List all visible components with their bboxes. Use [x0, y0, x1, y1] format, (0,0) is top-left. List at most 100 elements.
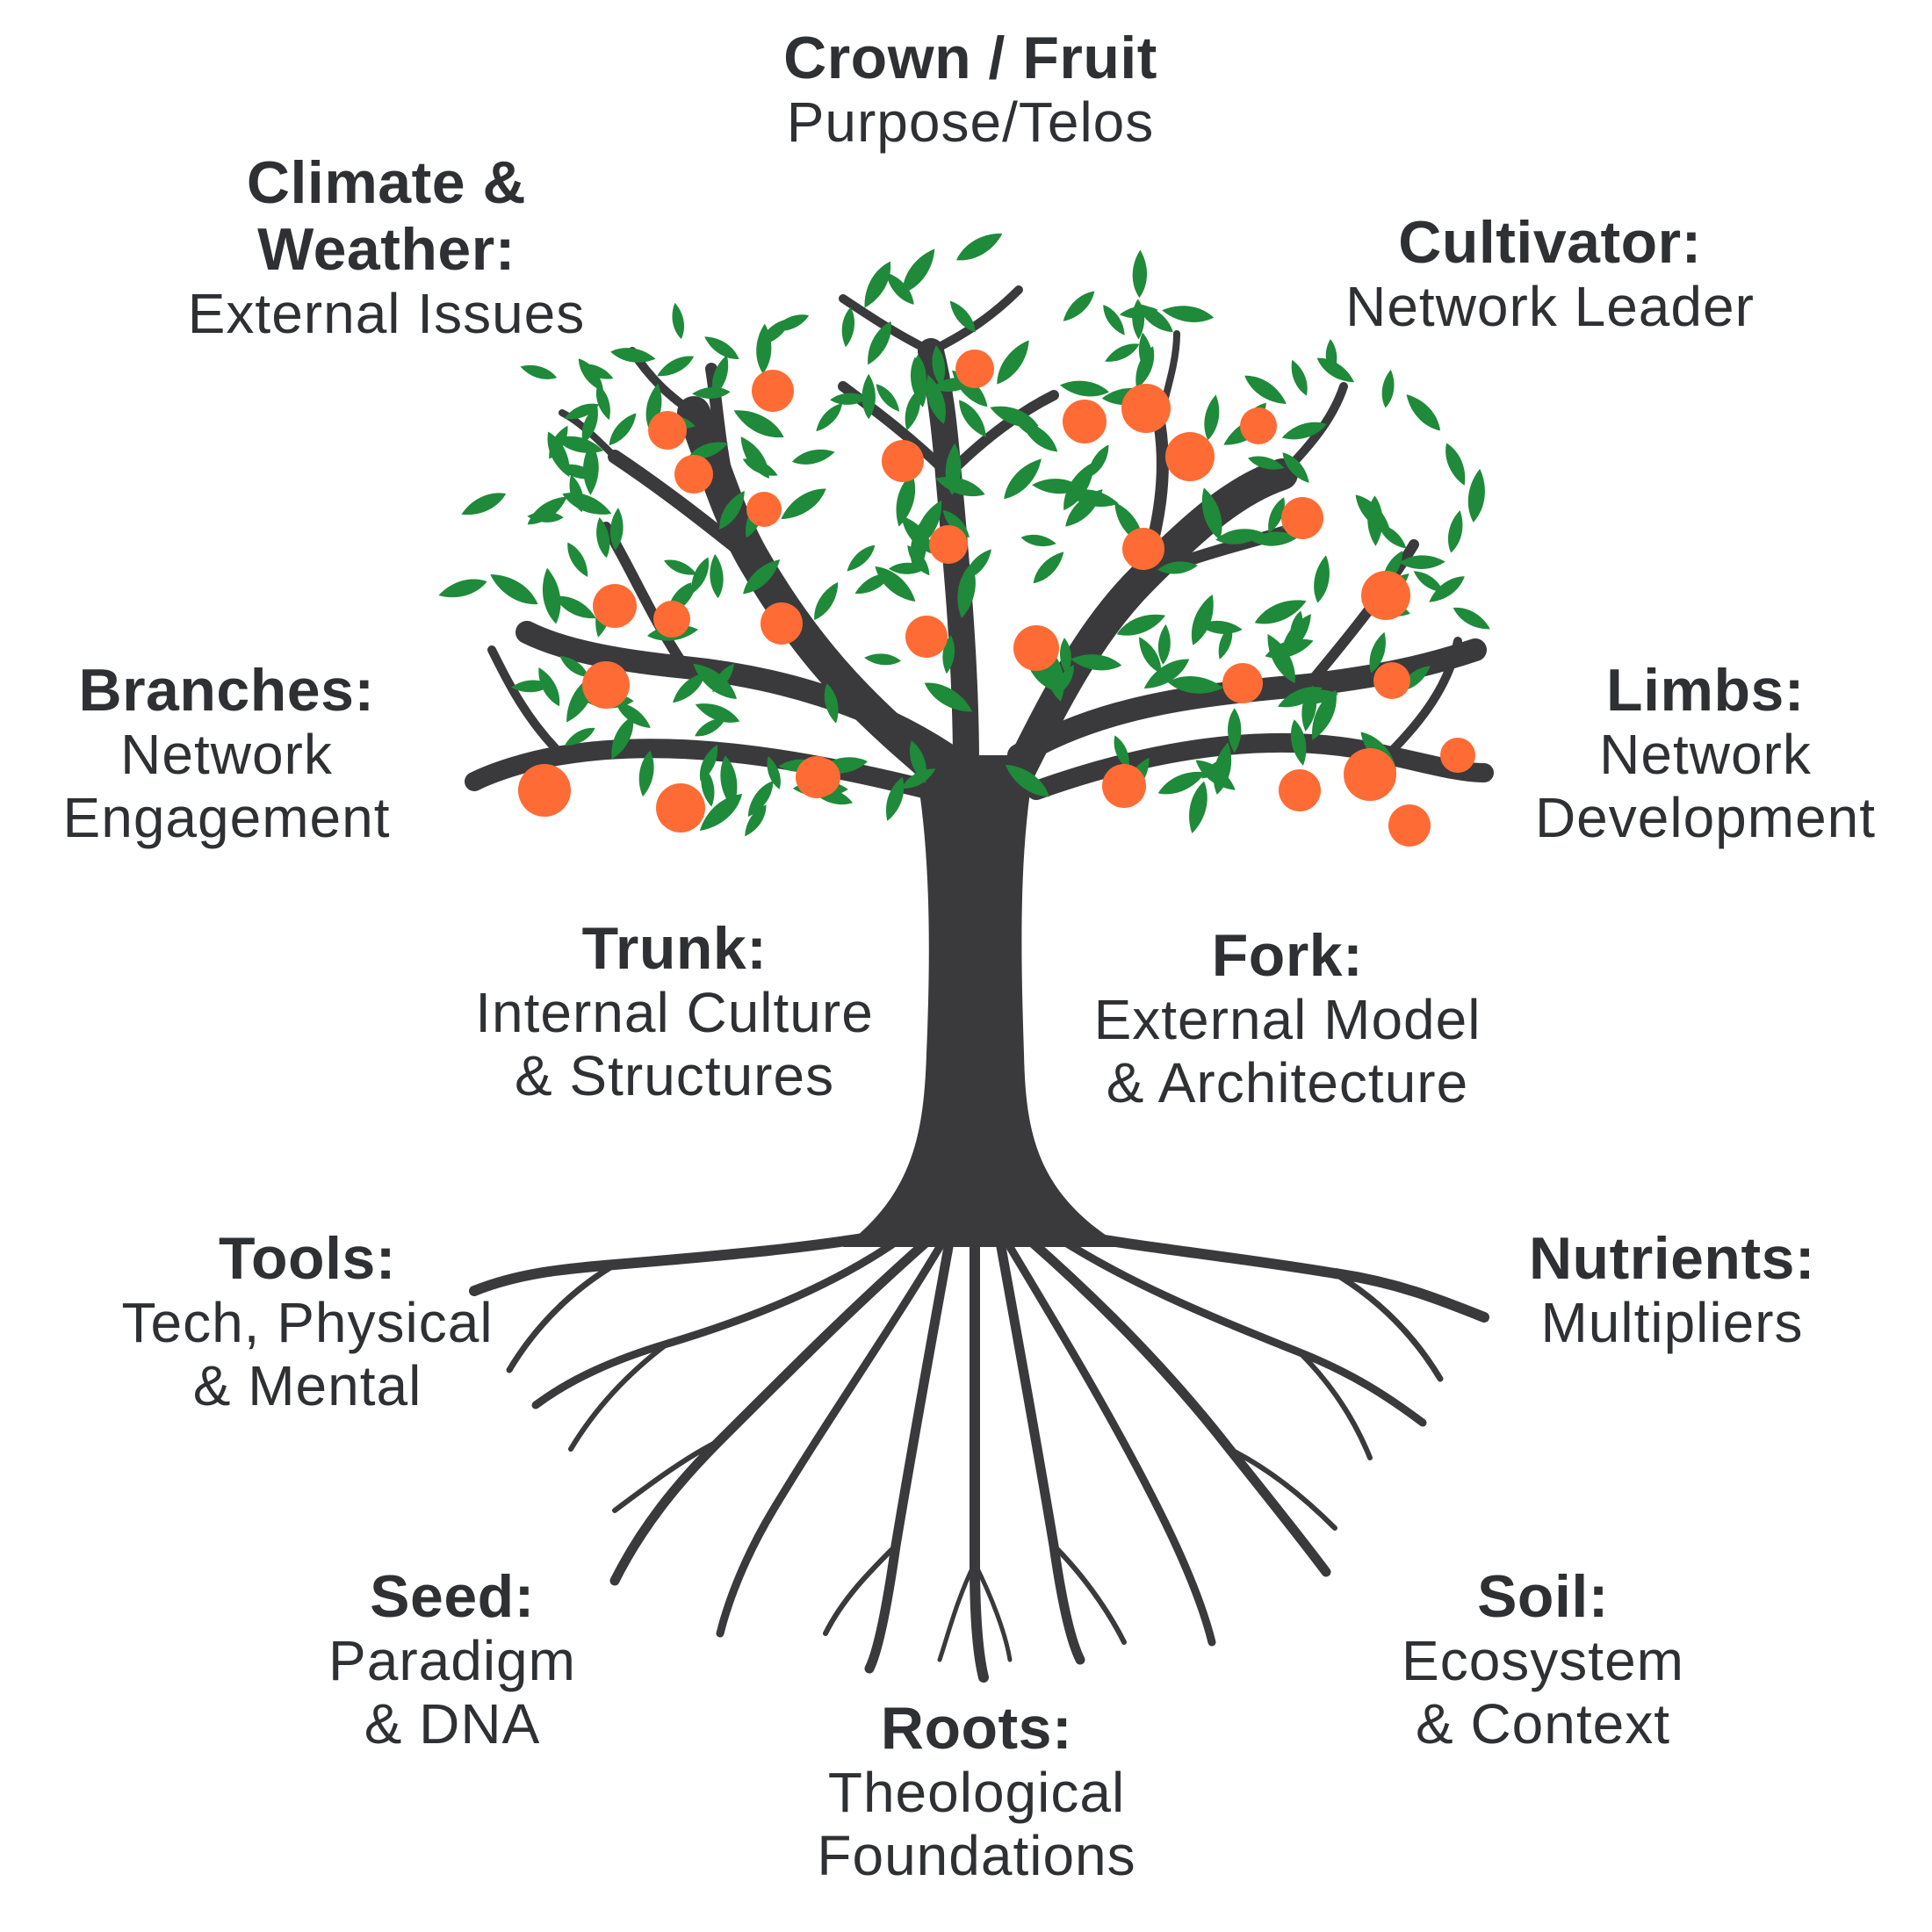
label-roots: Roots: Theological Foundations	[817, 1695, 1135, 1888]
label-title: Fork:	[1094, 922, 1481, 989]
leaf	[701, 331, 742, 364]
fruit	[1222, 663, 1263, 703]
leaf	[1028, 547, 1069, 588]
label-nutrients: Nutrients: Multipliers	[1529, 1225, 1815, 1355]
label-cultivator: Cultivator: Network Leader	[1345, 209, 1755, 339]
leaf	[1157, 624, 1171, 665]
label-branches: Branches: Network Engagement	[63, 657, 391, 850]
leaf	[1440, 440, 1471, 487]
label-desc-line: Theological	[817, 1762, 1135, 1825]
leaf	[1020, 532, 1057, 549]
leaf	[864, 652, 902, 667]
leaf	[776, 482, 831, 526]
leaf	[896, 244, 941, 299]
leaf	[1450, 602, 1493, 635]
fruit	[1440, 738, 1475, 773]
leaf	[1186, 592, 1221, 649]
label-desc-line: Engagement	[63, 787, 391, 850]
fruit	[593, 584, 637, 628]
fruit	[929, 525, 968, 564]
label-title-line: Climate &	[188, 149, 586, 216]
leaf	[1310, 554, 1333, 604]
label-title: Branches:	[63, 657, 391, 724]
fruit	[761, 602, 803, 645]
label-desc-line: Network Leader	[1345, 276, 1755, 339]
label-desc-line: Ecosystem	[1402, 1630, 1684, 1693]
fruit	[746, 492, 782, 527]
label-title: Nutrients:	[1529, 1225, 1815, 1292]
label-title: Trunk:	[475, 915, 874, 982]
leaf	[1445, 509, 1467, 555]
root	[1027, 1238, 1326, 1572]
label-desc-line: & DNA	[328, 1693, 576, 1756]
leaf	[843, 541, 879, 575]
label-title-line: Weather:	[188, 216, 586, 283]
fruit	[1102, 764, 1146, 808]
fruit	[1240, 407, 1277, 444]
label-desc-line: & Mental	[121, 1355, 493, 1418]
leaf	[1161, 302, 1215, 325]
label-desc-line: Tech, Physical	[121, 1292, 493, 1355]
trunk-shape	[843, 755, 1124, 1247]
label-desc-line: Multipliers	[1529, 1292, 1815, 1355]
fruit	[802, 758, 840, 797]
leaf	[654, 351, 697, 382]
leaf	[809, 579, 844, 624]
leaf	[1401, 389, 1445, 436]
fruit	[674, 455, 713, 494]
leaf	[998, 453, 1047, 504]
fruit	[905, 616, 948, 658]
label-desc-line: Network	[63, 724, 391, 787]
leaf	[662, 556, 699, 580]
fruit	[882, 440, 924, 482]
fruit	[648, 411, 687, 450]
label-limbs: Limbs: Network Development	[1535, 657, 1876, 850]
label-title: Roots:	[817, 1695, 1135, 1762]
fruit	[1121, 384, 1171, 433]
leaf	[1380, 369, 1396, 408]
label-desc-line: & Architecture	[1094, 1052, 1481, 1115]
fruit	[656, 783, 705, 833]
fruit	[1279, 769, 1321, 811]
leaf	[812, 400, 847, 436]
fruit	[653, 601, 690, 638]
fruit	[1122, 528, 1164, 570]
fruit	[1165, 432, 1215, 481]
leaf	[523, 491, 572, 530]
leaf	[669, 302, 687, 341]
fruit	[582, 661, 630, 709]
leaf	[1059, 286, 1099, 326]
label-title: Crown / Fruit	[783, 25, 1157, 91]
label-title: Tools:	[121, 1225, 493, 1292]
leaf	[1132, 249, 1147, 298]
leaf	[486, 567, 542, 611]
branch	[492, 650, 562, 755]
fruit	[518, 764, 571, 817]
label-climate: Climate & Weather: External Issues	[188, 149, 586, 346]
root	[869, 1247, 948, 1669]
fruit	[1361, 571, 1410, 620]
label-desc-line: Internal Culture	[475, 982, 874, 1045]
label-desc-line: & Structures	[475, 1045, 874, 1108]
tree-trunk	[843, 755, 1124, 1247]
leaf	[538, 566, 564, 625]
label-title: Soil:	[1402, 1563, 1684, 1630]
fruit	[1013, 625, 1059, 671]
label-tools: Tools: Tech, Physical & Mental	[121, 1225, 493, 1418]
leaf	[1466, 468, 1489, 523]
root	[615, 1238, 931, 1581]
label-title: Cultivator:	[1345, 209, 1755, 276]
leaf	[436, 574, 489, 602]
fruit	[1281, 497, 1323, 539]
leaf	[790, 445, 836, 468]
label-title: Seed:	[328, 1563, 576, 1630]
fruit	[1344, 748, 1396, 801]
leaf	[1017, 415, 1063, 457]
leaf	[1102, 339, 1142, 367]
label-fork: Fork: External Model & Architecture	[1094, 922, 1481, 1115]
label-soil: Soil: Ecosystem & Context	[1402, 1563, 1684, 1756]
root	[940, 1563, 975, 1660]
label-desc-line: Purpose/Telos	[783, 91, 1157, 155]
fruit	[1388, 804, 1431, 847]
label-crown: Crown / Fruit Purpose/Telos	[783, 25, 1157, 155]
